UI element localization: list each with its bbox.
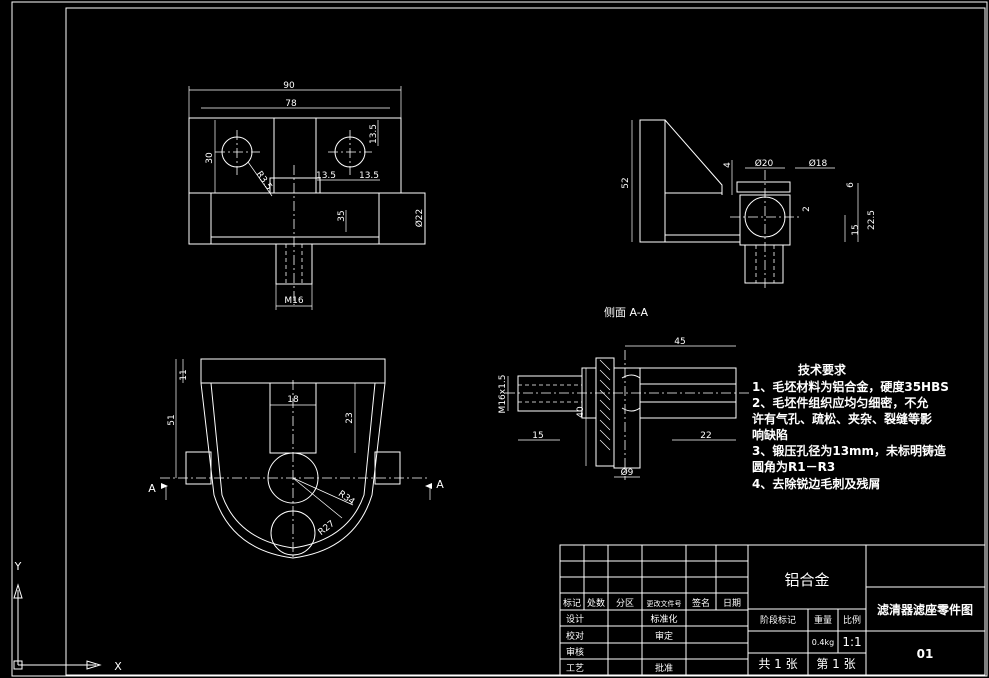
hdr-date: 日期 — [723, 598, 741, 609]
row-approve: 批准 — [655, 662, 673, 674]
dim-r34: R34 — [336, 489, 356, 508]
dim-dia22: Ø22 — [414, 209, 425, 228]
dim-r27: R27 — [317, 519, 337, 538]
ucs-x-label: X — [114, 660, 122, 673]
dim-13-5-left: 13.5 — [316, 171, 336, 181]
dim-18: 18 — [287, 395, 299, 405]
hdr-count: 处数 — [587, 597, 605, 609]
hdr-doc: 更改文件号 — [647, 599, 682, 608]
dim-78: 78 — [285, 99, 297, 109]
row-audit: 审核 — [566, 646, 584, 658]
dim-dia9: Ø9 — [621, 467, 634, 478]
outer-frame — [11, 1, 988, 677]
dim-30: 30 — [205, 152, 215, 164]
material-name: 铝合金 — [784, 571, 829, 589]
dim-35: 35 — [337, 210, 347, 221]
side-view: 52 Ø20 Ø18 4 6 2 22.5 15 — [621, 119, 877, 290]
dim-dia18: Ø18 — [809, 158, 828, 169]
dim-2: 2 — [802, 206, 812, 212]
title-block: 标记 处数 分区 更改文件号 签名 日期 设计 标准化 校对 审定 审核 工艺 … — [559, 544, 986, 676]
section-label: 侧面 A-A — [604, 306, 649, 319]
scale-value: 1:1 — [842, 635, 861, 649]
cut-marker-right: A — [436, 478, 444, 491]
tech-line-2: 2、毛坯件组织应均匀细密，不允 — [752, 395, 928, 410]
tech-line-4: 响缺陷 — [752, 427, 788, 442]
ucs-icon: Y X — [13, 560, 122, 673]
row-check: 校对 — [566, 630, 584, 642]
weight-label: 重量 — [814, 614, 832, 626]
dim-40: 40 — [576, 406, 586, 418]
tech-line-7: 4、去除锐边毛刺及残屑 — [752, 476, 880, 491]
dim-15-side: 15 — [851, 224, 861, 235]
hdr-sign: 签名 — [692, 597, 710, 609]
inner-frame — [65, 7, 986, 676]
row-review: 审定 — [655, 630, 673, 642]
dim-6: 6 — [846, 182, 856, 188]
weight-value: 0.4kg — [812, 638, 834, 647]
row-standard: 标准化 — [650, 613, 677, 625]
dim-dia20: Ø20 — [755, 158, 774, 169]
dim-90: 90 — [283, 81, 295, 91]
hdr-mark: 标记 — [563, 597, 581, 609]
dim-15-section: 15 — [532, 431, 543, 441]
sheet-no: 第 1 张 — [816, 657, 855, 671]
dim-45: 45 — [674, 337, 685, 347]
dim-11: 11 — [179, 369, 189, 380]
tech-title: 技术要求 — [798, 362, 847, 377]
technical-requirements: 技术要求 1、毛坯材料为铝合金，硬度35HBS 2、毛坯件组织应均匀细密，不允 … — [752, 362, 949, 491]
dim-23: 23 — [345, 412, 355, 423]
tech-line-6: 圆角为R1－R3 — [752, 459, 835, 474]
dim-51: 51 — [167, 414, 177, 425]
dim-4: 4 — [723, 162, 733, 168]
dim-13-5-side: 13.5 — [369, 124, 379, 144]
drawing-name: 滤清器滤座零件图 — [877, 602, 973, 617]
dim-r3-5: R3.5 — [254, 170, 274, 193]
dim-22: 22 — [700, 431, 711, 441]
cut-marker-left: A — [148, 482, 156, 495]
dim-22-5: 22.5 — [867, 210, 877, 230]
row-process: 工艺 — [566, 663, 584, 674]
plan-view: 11 51 18 23 R34 R27 A A — [148, 358, 444, 560]
section-view: 45 M16x1.5 40 15 22 Ø9 — [498, 337, 750, 480]
dim-m16: M16 — [284, 296, 303, 306]
row-design: 设计 — [566, 613, 584, 625]
tech-line-3: 许有气孔、疏松、夹杂、裂缝等影 — [752, 411, 932, 426]
scale-label: 比例 — [843, 614, 861, 626]
dim-13-5-right: 13.5 — [359, 171, 379, 181]
drawing-number: 01 — [917, 647, 934, 661]
ucs-y-label: Y — [14, 560, 22, 573]
hdr-zone: 分区 — [616, 598, 634, 609]
tech-line-5: 3、锻压孔径为13mm，未标明铸造 — [752, 443, 947, 458]
dim-m16x1-5: M16x1.5 — [498, 375, 508, 414]
dim-52: 52 — [621, 177, 631, 188]
sheet-total: 共 1 张 — [758, 657, 797, 671]
front-view: 90 78 30 13.5 R3.5 13.5 13.5 35 Ø22 M16 — [188, 81, 426, 310]
tech-line-1: 1、毛坯材料为铝合金，硬度35HBS — [752, 379, 949, 394]
stage-label: 阶段标记 — [760, 614, 796, 626]
